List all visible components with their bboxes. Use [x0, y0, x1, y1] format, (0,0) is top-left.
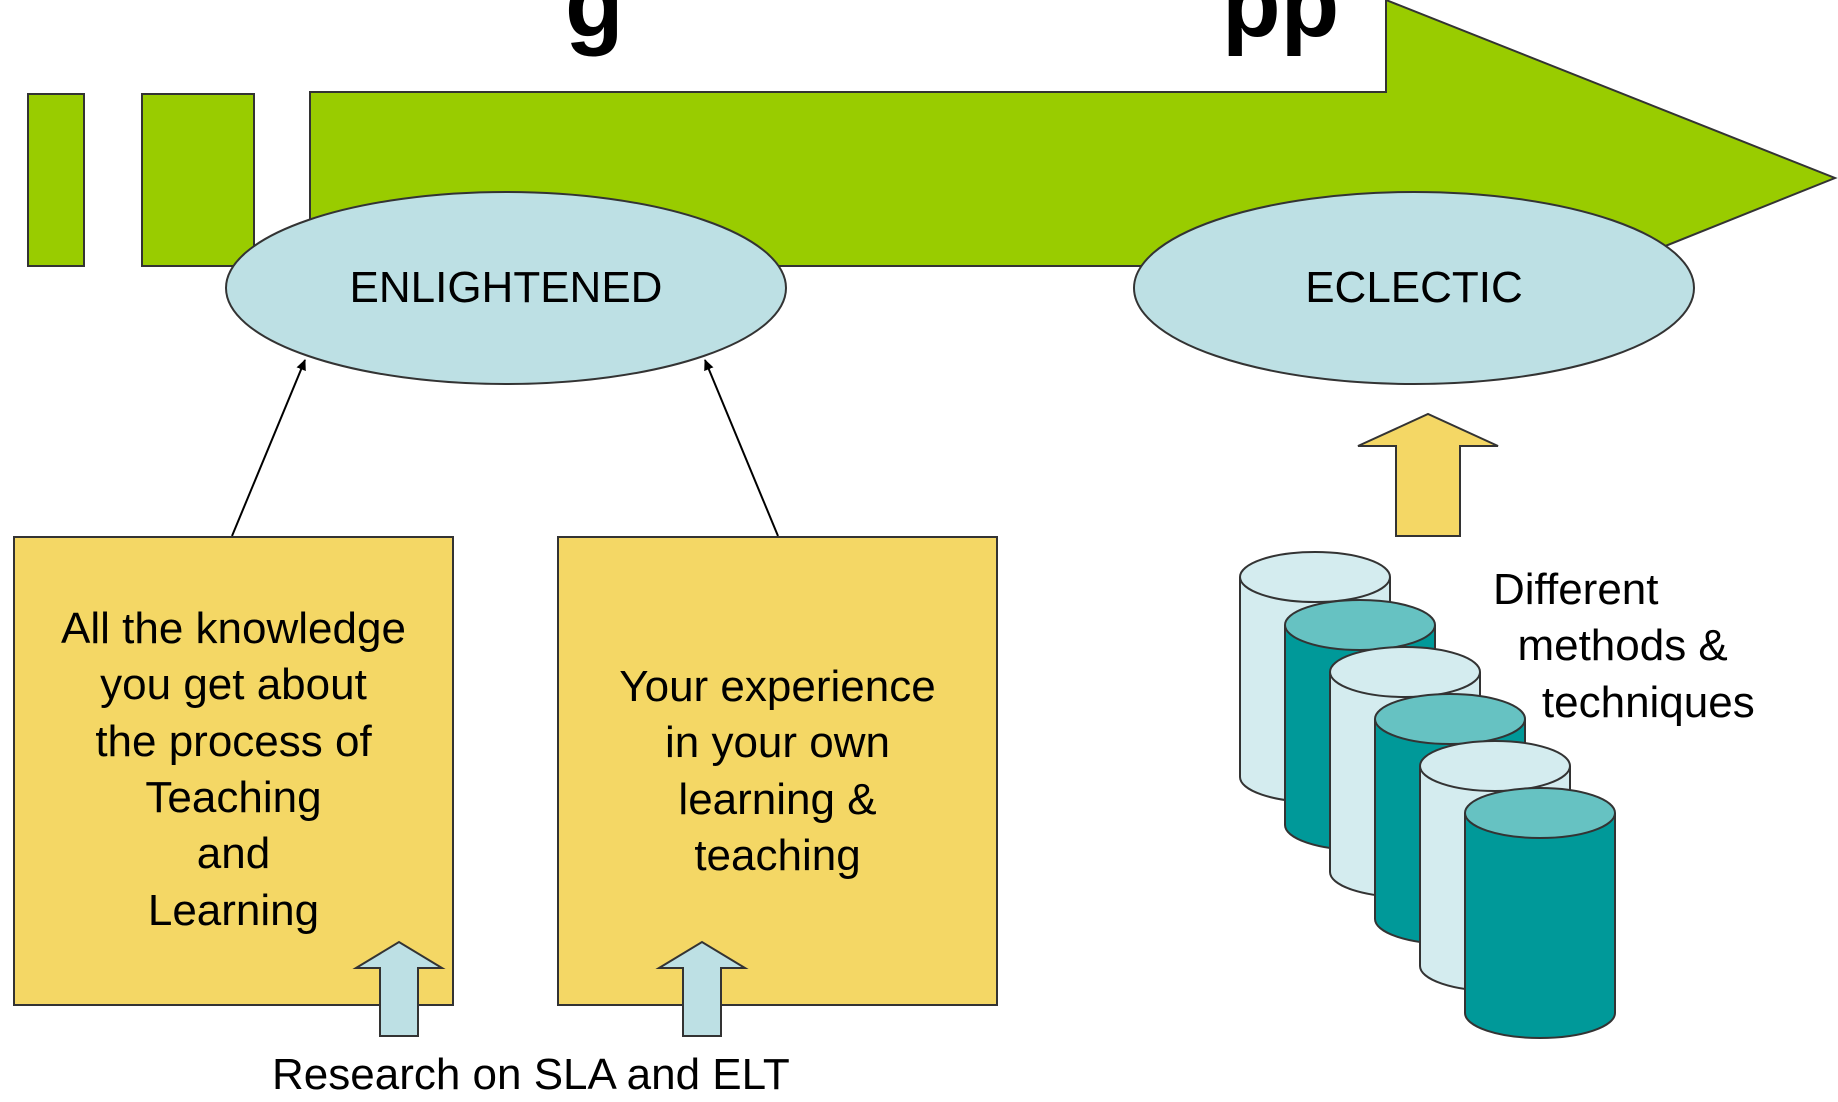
title-fragment-right: pp	[1222, 0, 1340, 57]
experience-box-text: Your experience in your own learning & t…	[619, 662, 936, 880]
methods-up-arrow	[1357, 412, 1499, 537]
knowledge-connector-arrow	[231, 359, 306, 537]
title-fragment-left: g	[565, 0, 624, 57]
research-up-arrow-left	[352, 940, 446, 1037]
methods-caption: Different methods & techniques	[1493, 565, 1755, 727]
experience-box	[557, 536, 998, 1006]
eclectic-oval	[1133, 191, 1695, 385]
arrow-stripe-1	[27, 93, 85, 267]
methods-cylinder-stack	[1239, 551, 1616, 1039]
knowledge-box	[13, 536, 454, 1006]
experience-connector-arrow	[704, 359, 779, 537]
enlightened-oval	[225, 191, 787, 385]
eclectic-label: ECLECTIC	[1305, 263, 1523, 313]
research-caption: Research on SLA and ELT	[272, 1050, 790, 1099]
knowledge-box-text: All the knowledge you get about the proc…	[61, 604, 406, 935]
cylinder-6	[1464, 787, 1616, 1039]
research-up-arrow-right	[655, 940, 749, 1037]
enlightened-label: ENLIGHTENED	[349, 263, 663, 313]
arrow-stripe-2	[141, 93, 255, 267]
